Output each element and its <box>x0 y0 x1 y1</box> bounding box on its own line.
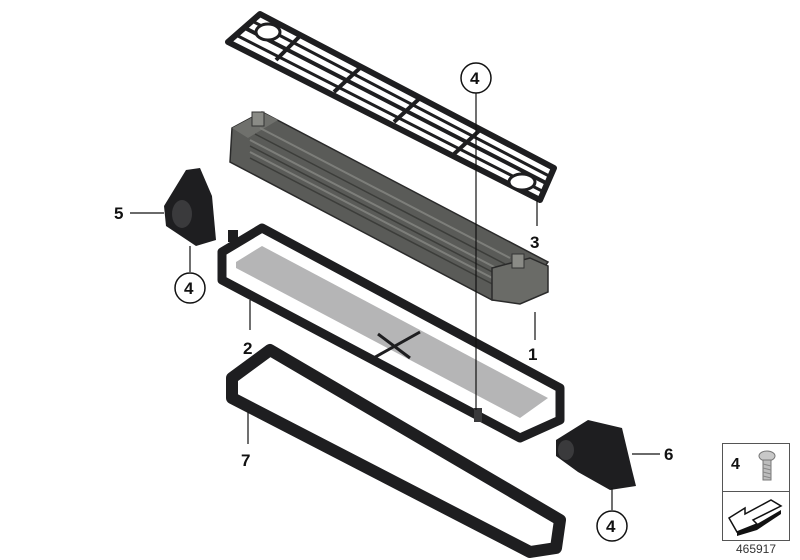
callout-5: 5 <box>114 204 164 223</box>
callout-3: 3 <box>530 200 539 252</box>
svg-text:4: 4 <box>470 69 480 88</box>
oil-cooler-part[interactable] <box>229 111 550 305</box>
svg-text:3: 3 <box>530 233 539 252</box>
callout-7: 7 <box>241 412 250 470</box>
legend-box: 4 <box>722 443 790 541</box>
callout-2: 2 <box>243 300 252 358</box>
legend-row-screw: 4 <box>723 444 789 492</box>
svg-text:2: 2 <box>243 339 252 358</box>
svg-text:4: 4 <box>606 517 616 536</box>
legend-part-number: 4 <box>731 456 740 473</box>
cooler-frame-part[interactable] <box>217 223 565 443</box>
svg-text:1: 1 <box>528 345 537 364</box>
svg-text:6: 6 <box>664 445 673 464</box>
callout-6: 6 <box>632 445 673 464</box>
protective-grille-part[interactable] <box>225 11 557 203</box>
svg-text:4: 4 <box>184 279 194 298</box>
seal-frame-part[interactable] <box>226 344 566 558</box>
reference-number: 465917 <box>735 542 777 556</box>
callout-4-left: 4 <box>174 246 206 304</box>
right-holder-part[interactable] <box>556 420 636 490</box>
left-holder-part[interactable] <box>164 168 216 246</box>
svg-text:7: 7 <box>241 451 250 470</box>
callout-4-top: 4 <box>460 62 492 410</box>
svg-text:5: 5 <box>114 204 123 223</box>
callout-1: 1 <box>528 312 537 364</box>
assembly-direction-arrow-icon <box>727 499 783 536</box>
callout-4-bottom: 4 <box>596 488 628 542</box>
torx-screw-icon <box>758 450 776 481</box>
